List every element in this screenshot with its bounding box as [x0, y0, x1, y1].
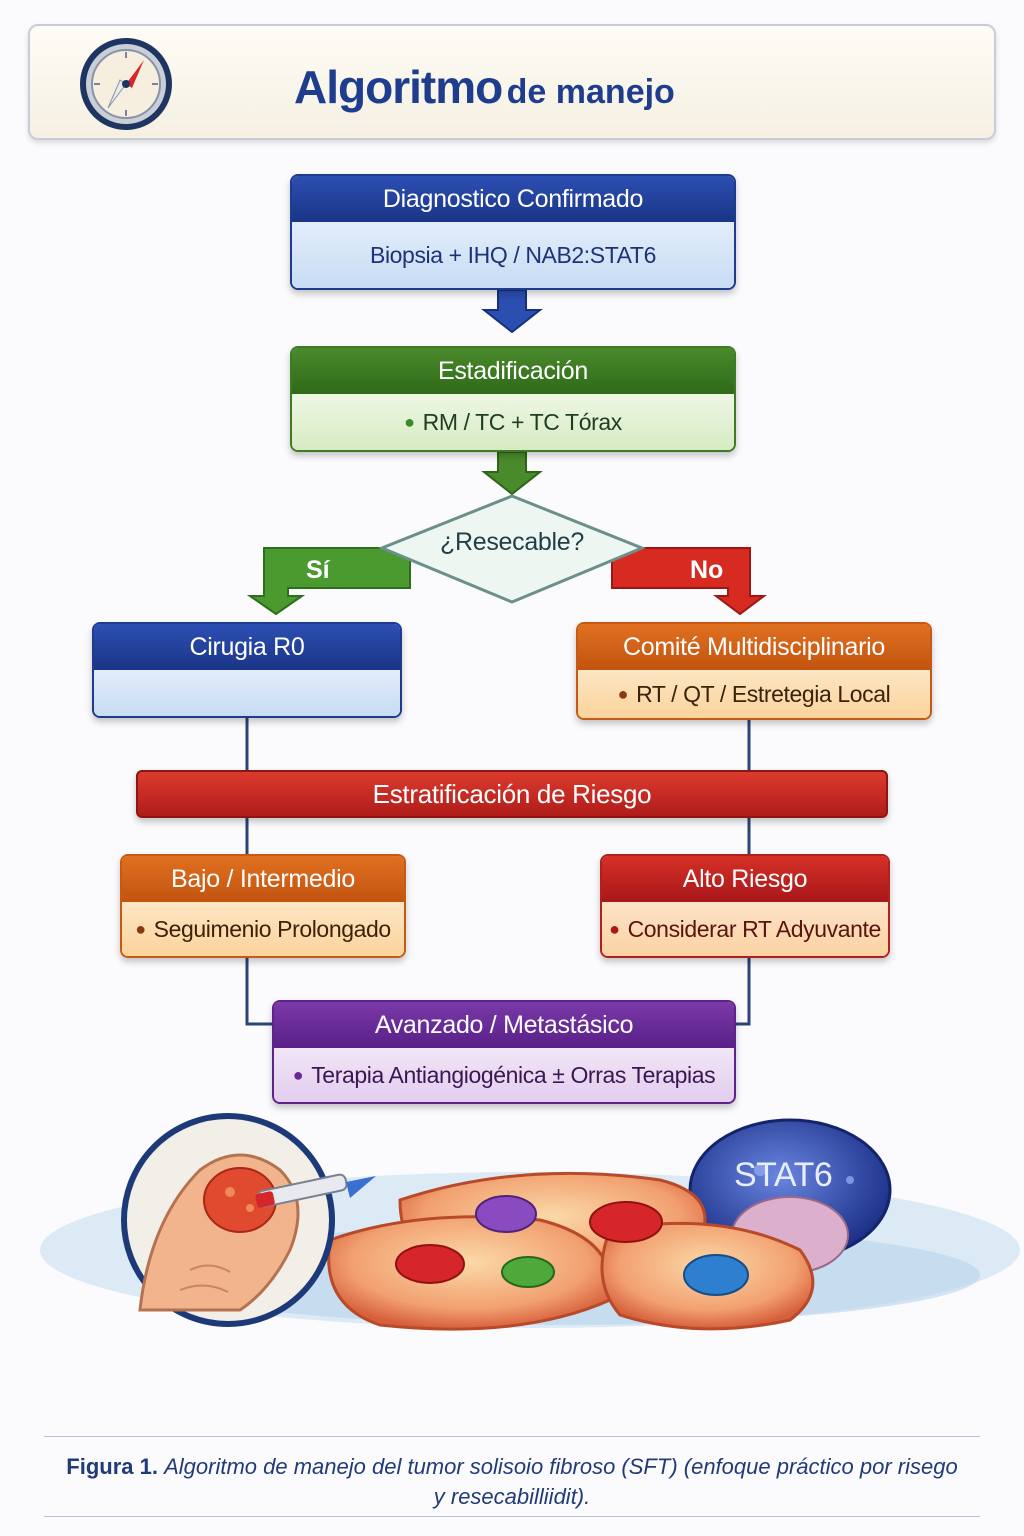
figure-caption-text: Algoritmo de manejo del tumor solisoio f…	[164, 1454, 958, 1509]
committee-title: Comité Multidisciplinario	[578, 624, 930, 670]
advanced-box: Avanzado / Metastásico ● Terapia Antiang…	[272, 1000, 736, 1104]
committee-body-row: ● RT / QT / Estretegia Local	[578, 670, 930, 718]
arrow-diagnosis-to-staging	[481, 289, 543, 334]
arrow-staging-to-decision	[481, 451, 543, 496]
committee-box: Comité Multidisciplinario ● RT / QT / Es…	[576, 622, 932, 720]
staging-body-row: ● RM / TC + TC Tórax	[292, 394, 734, 450]
tissue-slice	[327, 1215, 613, 1331]
yes-label: Sí	[306, 556, 330, 584]
advanced-title: Avanzado / Metastásico	[274, 1002, 734, 1048]
diagnosis-title: Diagnostico Confirmado	[292, 176, 734, 222]
diagnosis-box: Diagnostico Confirmado Biopsia + IHQ / N…	[290, 174, 736, 290]
purple-nodule	[475, 1195, 537, 1233]
compass-icon	[80, 38, 172, 130]
no-arrow	[611, 547, 767, 616]
line-low-to-advanced	[245, 958, 274, 1026]
high-risk-body: Considerar RT Adyuvante	[627, 915, 882, 942]
bullet-icon: ●	[617, 683, 629, 704]
high-risk-body-row: ● Considerar RT Adyuvante	[602, 902, 888, 956]
diagnosis-body: Biopsia + IHQ / NAB2:STAT6	[292, 222, 734, 288]
low-risk-body: Seguimenio Prolongado	[153, 915, 392, 942]
risk-stratification-banner: Estratificación de Riesgo	[136, 770, 888, 818]
yes-arrow	[246, 547, 411, 616]
bullet-icon: ●	[135, 918, 146, 939]
bullet-icon: ●	[609, 918, 620, 939]
figure-caption: Figura 1. Algoritmo de manejo del tumor …	[60, 1452, 964, 1512]
decision-diamond	[378, 494, 646, 604]
decision-question: ¿Resecable?	[439, 528, 584, 556]
caption-divider-top	[44, 1436, 980, 1437]
figure-label: Figura 1.	[66, 1454, 158, 1479]
low-risk-box: Bajo / Intermedio ● Seguimenio Prolongad…	[120, 854, 406, 958]
red-nodule	[395, 1244, 465, 1284]
advanced-body-row: ● Terapia Antiangiogénica ± Orras Terapi…	[274, 1048, 734, 1102]
surgery-title: Cirugia R0	[94, 624, 400, 670]
stat6-label: STAT6	[734, 1156, 833, 1194]
staging-box: Estadificación ● RM / TC + TC Tórax	[290, 346, 736, 452]
page-title: Algoritmo de manejo	[294, 60, 675, 114]
line-high-to-advanced	[736, 958, 751, 1026]
blue-nodule	[683, 1254, 749, 1296]
bullet-icon: ●	[292, 1064, 304, 1085]
no-label: No	[690, 556, 724, 584]
tumor-illustration	[40, 1113, 1020, 1331]
staging-body: RM / TC + TC Tórax	[422, 408, 623, 435]
title-main: Algoritmo	[294, 61, 503, 113]
committee-body: RT / QT / Estretegia Local	[636, 680, 891, 707]
low-risk-title: Bajo / Intermedio	[122, 856, 404, 902]
header-banner: Algoritmo de manejo	[28, 24, 996, 140]
green-nodule	[501, 1256, 555, 1288]
surgery-body	[94, 670, 400, 716]
title-rest: de manejo	[506, 73, 675, 111]
high-risk-title: Alto Riesgo	[602, 856, 888, 902]
high-risk-box: Alto Riesgo ● Considerar RT Adyuvante	[600, 854, 890, 958]
bullet-icon: ●	[404, 411, 415, 432]
low-risk-body-row: ● Seguimenio Prolongado	[122, 902, 404, 956]
advanced-body: Terapia Antiangiogénica ± Orras Terapias	[311, 1061, 716, 1088]
red-nodule	[589, 1201, 663, 1243]
surgery-box: Cirugia R0	[92, 622, 402, 718]
staging-title: Estadificación	[292, 348, 734, 394]
caption-divider-bottom	[44, 1516, 980, 1517]
